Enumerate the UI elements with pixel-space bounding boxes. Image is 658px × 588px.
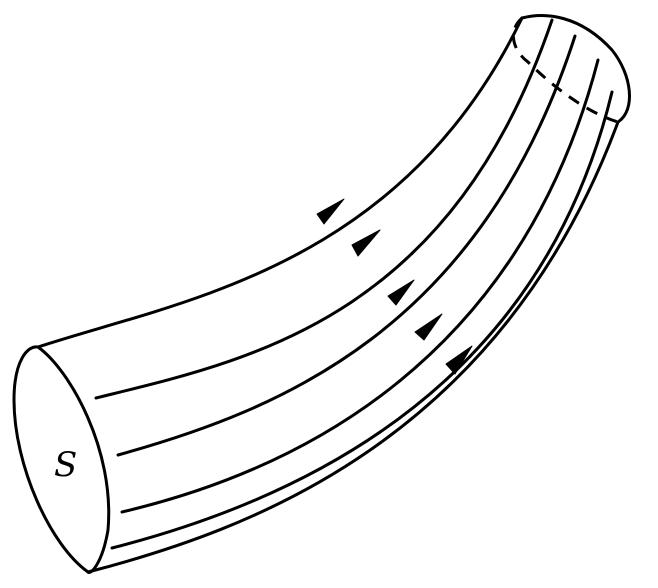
tube-lower-boundary xyxy=(86,120,620,574)
direction-arrow-3 xyxy=(387,279,415,306)
direction-arrow-2 xyxy=(351,229,381,257)
tube-upper-boundary xyxy=(36,16,524,349)
field-line-4 xyxy=(110,90,614,550)
field-line-1 xyxy=(94,18,554,400)
cross-section-label: S xyxy=(54,445,77,485)
end-cap-hidden-edge xyxy=(512,16,619,124)
field-line-3 xyxy=(120,58,600,514)
direction-arrow-4 xyxy=(414,313,443,341)
end-cap-front-arc xyxy=(520,14,631,124)
direction-arrow-1 xyxy=(316,198,345,225)
direction-arrow-5 xyxy=(445,345,473,375)
field-line-2 xyxy=(116,34,577,457)
